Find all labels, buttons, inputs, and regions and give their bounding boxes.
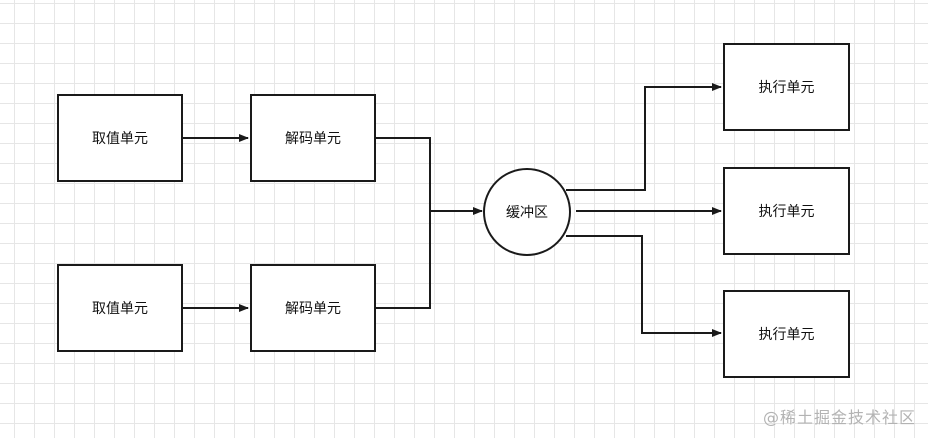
exec-unit-1: 执行单元 xyxy=(723,43,850,131)
fetch-unit-1-label: 取值单元 xyxy=(92,131,148,147)
fetch-unit-1: 取值单元 xyxy=(57,94,183,182)
edge-decode2-to-junction xyxy=(376,211,431,309)
exec-unit-2: 执行单元 xyxy=(723,167,850,255)
edge-decode1-to-junction xyxy=(376,137,431,211)
edge-buffer-to-exec1 xyxy=(566,83,722,191)
exec-unit-3-label: 执行单元 xyxy=(758,327,815,343)
fetch-unit-2: 取值单元 xyxy=(57,264,183,352)
decode-unit-1-label: 解码单元 xyxy=(285,131,341,147)
exec-unit-2-label: 执行单元 xyxy=(758,204,815,220)
exec-unit-1-label: 执行单元 xyxy=(758,80,815,96)
decode-unit-2-label: 解码单元 xyxy=(285,301,341,317)
decode-unit-1: 解码单元 xyxy=(250,94,376,182)
buffer-node: 缓冲区 xyxy=(483,168,571,256)
edge-buffer-to-exec3 xyxy=(566,235,722,337)
watermark: @稀土掘金技术社区 xyxy=(762,408,916,427)
exec-unit-3: 执行单元 xyxy=(723,290,850,378)
decode-unit-2: 解码单元 xyxy=(250,264,376,352)
fetch-unit-2-label: 取值单元 xyxy=(92,301,148,317)
buffer-label: 缓冲区 xyxy=(506,205,548,221)
